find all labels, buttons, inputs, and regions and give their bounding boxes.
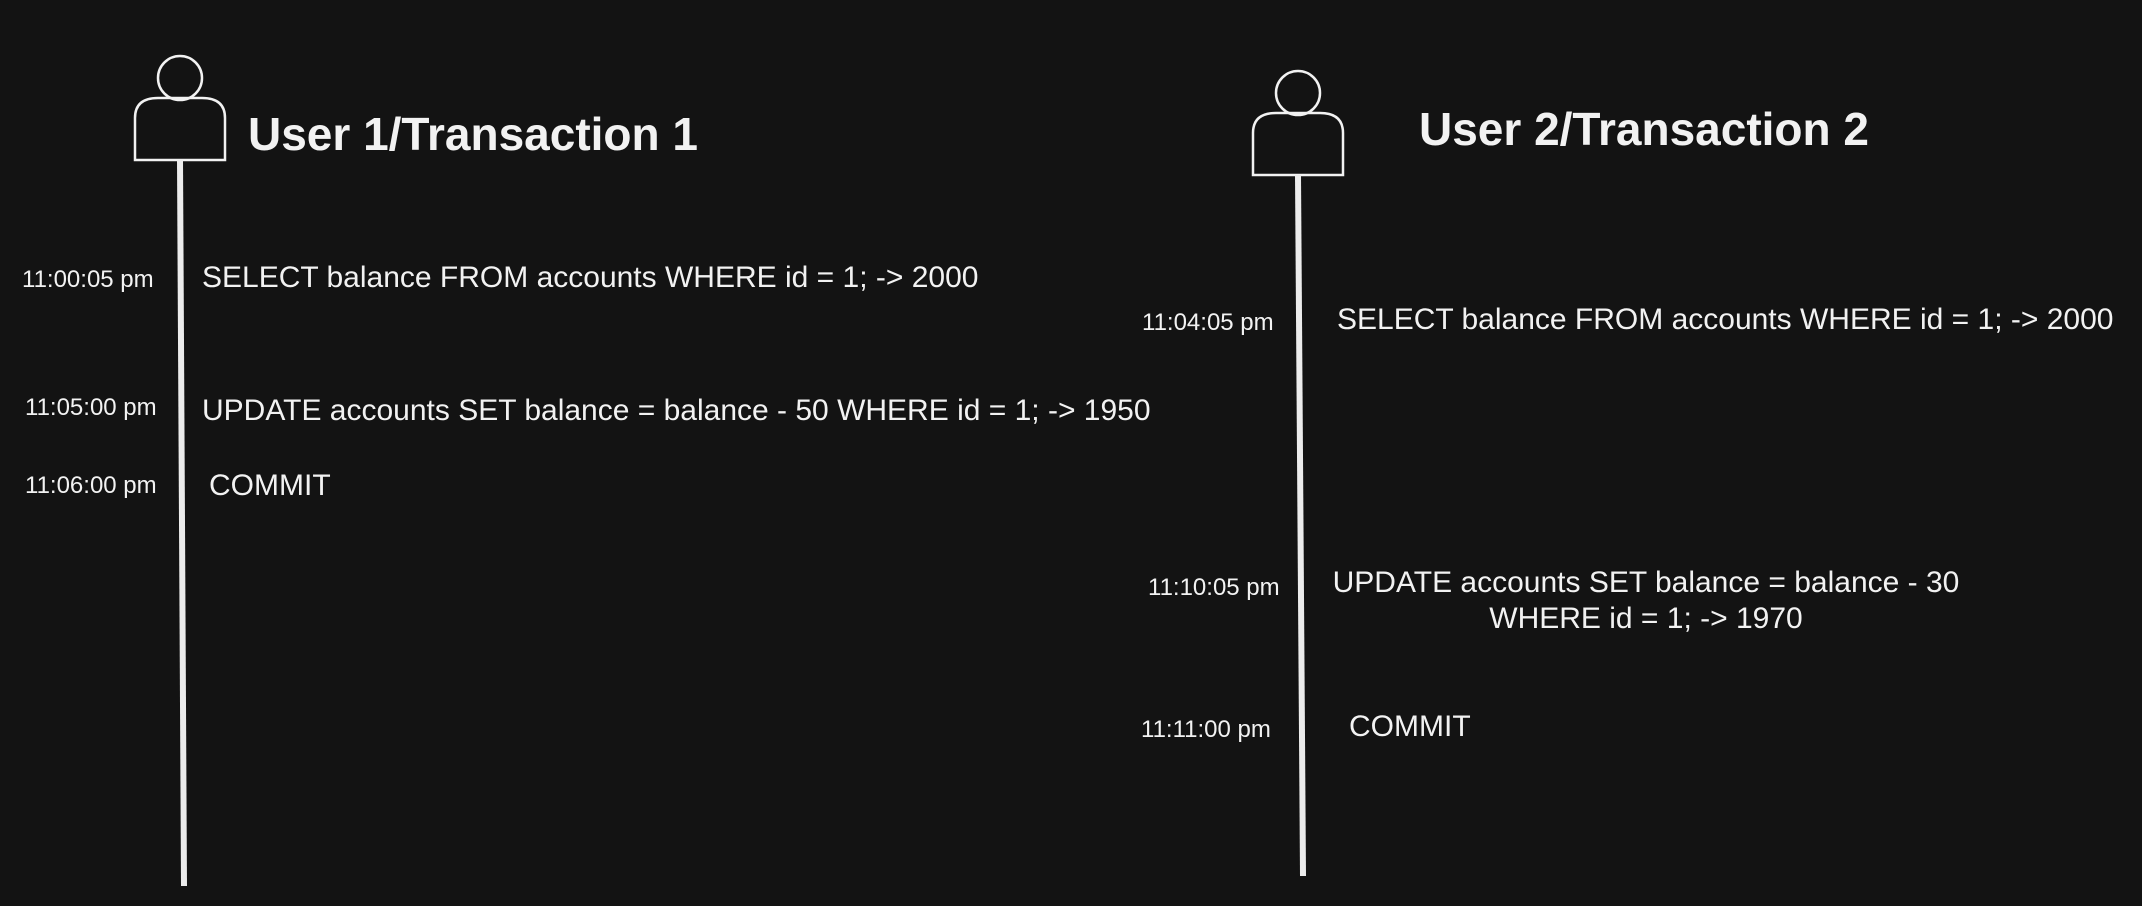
event-time: 11:00:05 pm — [22, 266, 154, 293]
event-statement: COMMIT — [209, 469, 331, 502]
lane-title-user-2: User 2/Transaction 2 — [1419, 103, 1869, 155]
user-icon — [1251, 69, 1345, 177]
event-statement: SELECT balance FROM accounts WHERE id = … — [202, 261, 979, 294]
event-statement: SELECT balance FROM accounts WHERE id = … — [1337, 303, 2114, 336]
event-time: 11:04:05 pm — [1142, 309, 1274, 336]
event-time: 11:05:00 pm — [25, 394, 157, 421]
event-statement-line: UPDATE accounts SET balance = balance - … — [1332, 566, 1960, 599]
event-statement-line: WHERE id = 1; -> 1970 — [1489, 602, 1803, 635]
event-time: 11:06:00 pm — [25, 472, 157, 499]
event-time: 11:11:00 pm — [1141, 716, 1271, 743]
user-icon — [133, 54, 227, 162]
lifeline-user-2 — [1295, 174, 1306, 877]
event-statement: UPDATE accounts SET balance = balance - … — [202, 394, 1151, 427]
event-statement: COMMIT — [1349, 710, 1471, 743]
event-statement: UPDATE accounts SET balance = balance - … — [1332, 565, 1960, 637]
lane-title-user-1: User 1/Transaction 1 — [248, 108, 698, 160]
lifeline-user-1 — [177, 159, 187, 887]
event-time: 11:10:05 pm — [1148, 574, 1280, 601]
